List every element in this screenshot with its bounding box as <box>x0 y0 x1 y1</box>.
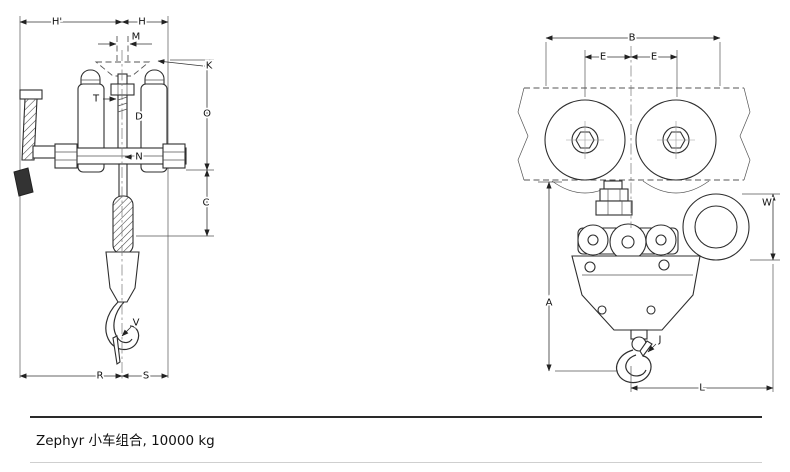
dim-label-h: H <box>138 17 146 28</box>
body-bolt <box>597 305 607 315</box>
body-bolt <box>584 261 596 273</box>
caption-row: Zephyr 小车组合, 10000 kg <box>30 416 762 463</box>
rod-nut <box>110 83 135 96</box>
lug-center-pin <box>621 235 635 249</box>
hook-bowl-outer <box>616 349 652 384</box>
beam-break-left <box>517 87 529 181</box>
shaft-nut-left <box>54 143 78 169</box>
side-view-drawing: H' H M K T D O N C V R S <box>13 15 214 383</box>
thread-mark <box>117 102 128 107</box>
lug-left-pin <box>587 234 599 246</box>
leader-j <box>647 343 657 353</box>
dim-label-w: W <box>762 198 772 209</box>
suspension-link-hatched <box>112 195 134 255</box>
clamp-jaw <box>19 89 43 100</box>
lower-rod <box>118 163 128 199</box>
dim-label-c: C <box>203 198 210 209</box>
front-view-drawing: B E E W A J L <box>517 31 780 395</box>
dim-label-h-prime: H' <box>52 17 62 28</box>
dim-label-t: T <box>92 94 100 105</box>
thread-mark <box>117 108 128 113</box>
dim-label-m: M <box>132 32 141 43</box>
dim-label-k: K <box>206 61 213 72</box>
lug-right-pin <box>655 234 667 246</box>
body-bolt <box>646 305 656 315</box>
trolley-hoist-dimension-drawing: H' H M K T D O N C V R S <box>13 15 780 395</box>
suspension-nut-lower <box>595 200 633 216</box>
leader-v <box>121 326 132 337</box>
suspension-nut-upper <box>599 188 629 202</box>
hook-block <box>105 251 140 303</box>
dim-label-a: A <box>546 298 553 309</box>
clamp-screw-hatched <box>21 98 38 161</box>
shaft-nut-right <box>162 143 186 169</box>
dim-label-o: O <box>203 109 211 120</box>
dim-label-n: N <box>135 152 142 163</box>
dim-label-j: J <box>658 335 662 346</box>
dim-label-v: V <box>133 318 140 329</box>
product-caption: Zephyr 小车组合, 10000 kg <box>36 433 215 449</box>
hook-bowl-outer <box>105 301 140 351</box>
beam-break-right <box>739 87 751 181</box>
dim-label-b: B <box>629 33 636 44</box>
clamp-handle-knob <box>13 167 34 197</box>
body-bolt <box>658 259 670 271</box>
dim-label-r: R <box>97 371 104 382</box>
dim-label-l: L <box>699 383 705 394</box>
plate-arc-right <box>642 180 710 194</box>
leader-k <box>157 59 204 67</box>
suspension-stud <box>603 180 623 190</box>
dim-label-e-right: E <box>651 52 657 63</box>
dim-label-d: D <box>135 112 143 123</box>
hook-bowl-inner <box>625 354 647 377</box>
thread-mark <box>117 96 128 101</box>
hook-tip <box>112 335 121 365</box>
dim-label-s: S <box>143 371 149 382</box>
handwheel-inner <box>694 205 738 249</box>
dim-label-e-left: E <box>600 52 606 63</box>
